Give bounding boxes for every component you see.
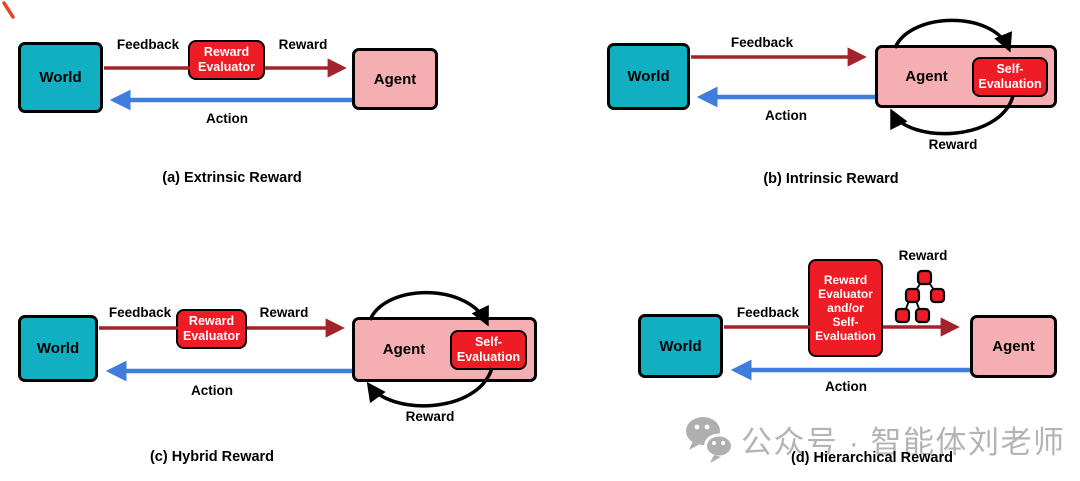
reward-evaluator-label: Reward Evaluator [183, 314, 240, 343]
action-label: Action [765, 108, 807, 123]
agent-box: Agent [970, 315, 1057, 378]
reward-label: Reward [278, 37, 328, 52]
reward-evaluator-label: Reward Evaluator [198, 45, 255, 74]
world-box: World [18, 315, 98, 382]
self-evaluation-box: Self- Evaluation [450, 330, 527, 370]
self-evaluation-box: Self- Evaluation [972, 57, 1048, 97]
world-label: World [36, 340, 80, 357]
world-label: World [39, 69, 82, 86]
world-box: World [607, 43, 690, 110]
reward-evaluator-self-evaluation-label: Reward Evaluator and/or Self- Evaluation [815, 272, 876, 344]
world-box: World [18, 42, 103, 113]
watermark-text: 公众号 · 智能体刘老师 [741, 425, 1066, 460]
agent-box: Agent [352, 48, 438, 110]
panel-caption: (c) Hybrid Reward [149, 449, 275, 465]
agent-label: Agent [992, 338, 1035, 355]
feedback-label: Feedback [730, 35, 794, 50]
reward-evaluator-box: Reward Evaluator [176, 309, 247, 349]
action-label: Action [206, 111, 248, 126]
reward-label: Reward [259, 305, 309, 320]
red-corner-mark [2, 1, 15, 19]
feedback-label: Feedback [108, 305, 172, 320]
reward-label: Reward [898, 248, 948, 263]
agent-label: Agent [905, 68, 948, 85]
agent-label: Agent [382, 341, 426, 358]
self-evaluation-label: Self- Evaluation [978, 62, 1042, 91]
reward-label: Reward [928, 137, 978, 152]
world-label: World [659, 337, 702, 355]
action-label: Action [191, 383, 233, 398]
agent-label: Agent [373, 70, 417, 88]
reward-evaluator-box: Reward Evaluator [188, 40, 265, 80]
wechat-icon [686, 417, 734, 463]
panel-caption: (b) Intrinsic Reward [763, 171, 899, 187]
feedback-label: Feedback [116, 37, 180, 52]
panel-caption: (a) Extrinsic Reward [162, 170, 302, 186]
reward-loop-label: Reward [405, 409, 455, 424]
feedback-label: Feedback [736, 305, 800, 320]
panel-caption: (d) Hierarchical Reward [791, 450, 953, 466]
world-label: World [627, 68, 670, 85]
self-evaluation-label: Self- Evaluation [456, 335, 521, 364]
reward-evaluator-self-evaluation-box: Reward Evaluator and/or Self- Evaluation [808, 259, 883, 357]
world-box: World [638, 314, 723, 378]
reward-tree-icon [894, 269, 946, 324]
action-label: Action [825, 379, 867, 394]
